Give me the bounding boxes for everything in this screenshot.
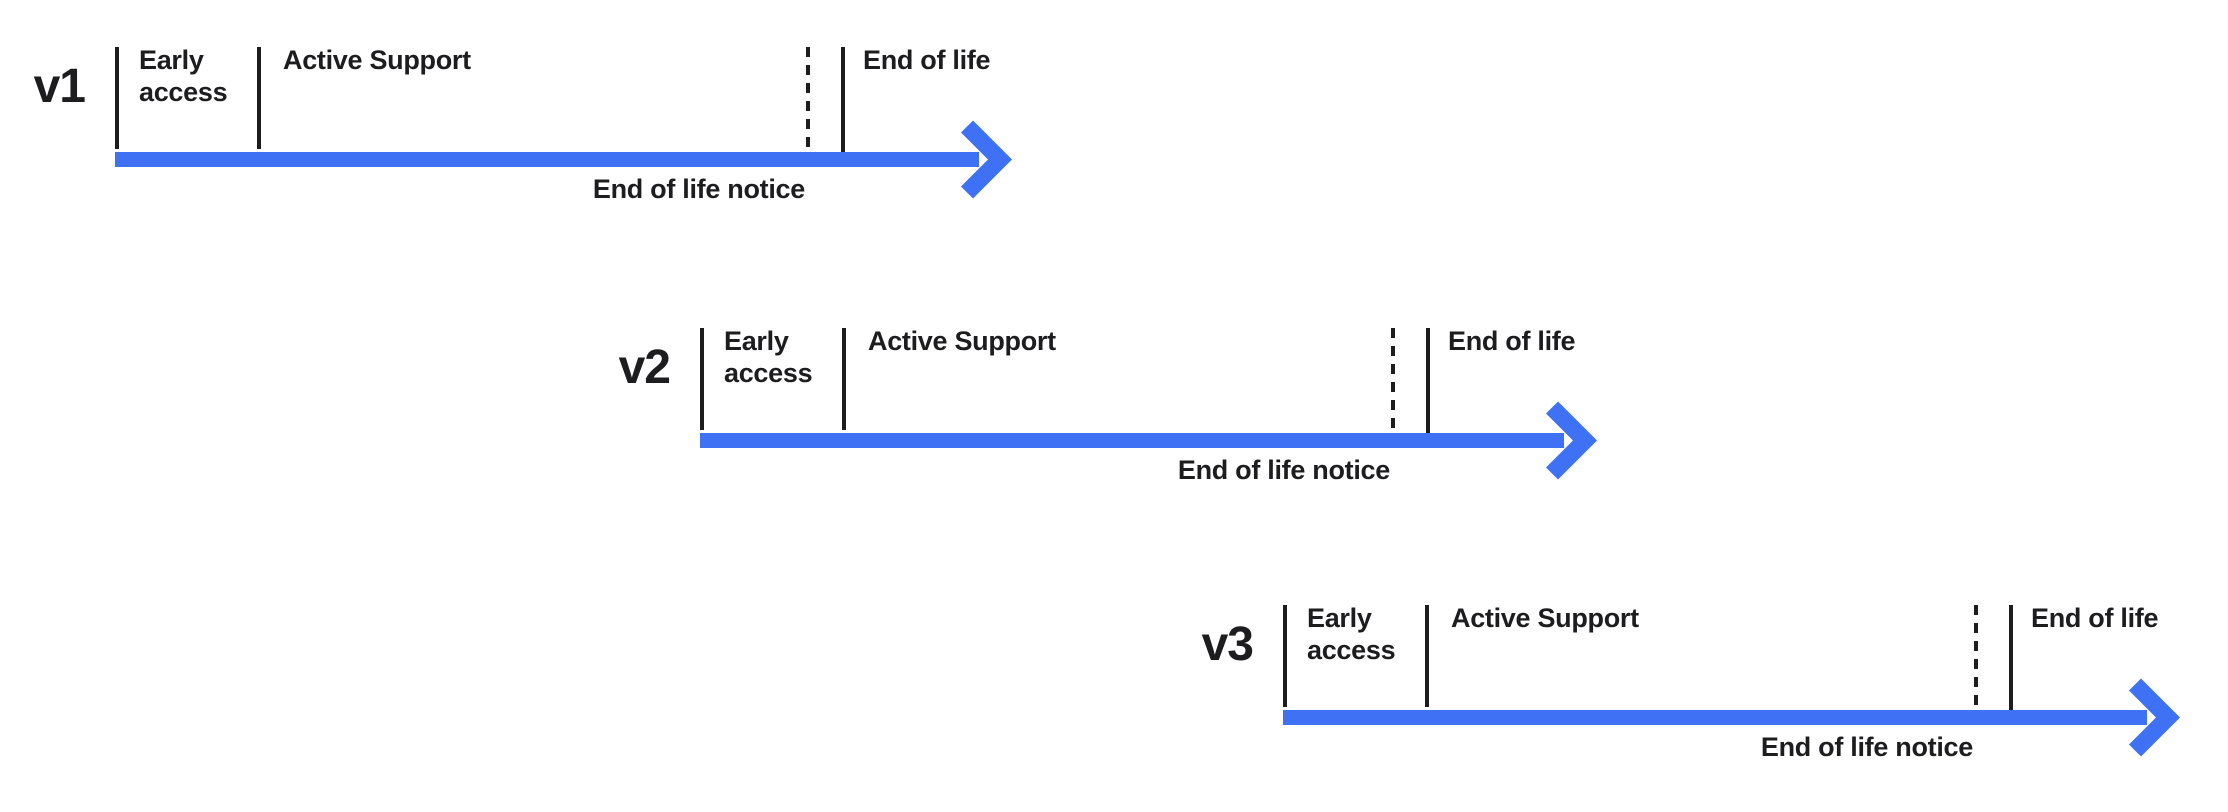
- early-access-label: Early access: [1307, 603, 1396, 665]
- timeline-v3: v3 Early access Active Support End of li…: [1135, 603, 2215, 777]
- timeline-v3-graphic: [1283, 605, 2181, 757]
- early-access-label: Early access: [139, 45, 228, 107]
- timeline-arrowhead-icon: [960, 120, 1013, 199]
- end-of-life-label: End of life: [863, 45, 991, 75]
- timeline-arrowhead-icon: [2128, 678, 2181, 757]
- active-support-label: Active Support: [283, 45, 471, 75]
- eol-notice-label: End of life notice: [1760, 732, 1973, 762]
- timeline-arrow-shaft: [115, 152, 979, 167]
- end-of-life-label: End of life: [2031, 603, 2159, 633]
- version-label: v2: [618, 341, 671, 394]
- timeline-arrow-shaft: [700, 433, 1564, 448]
- active-support-label: Active Support: [1451, 603, 1639, 633]
- timeline-v1-graphic: [115, 47, 1013, 199]
- timeline-v1: v1 Early access Active Support End of li…: [0, 45, 1047, 219]
- end-of-life-label: End of life: [1448, 326, 1576, 356]
- version-label: v1: [33, 60, 86, 113]
- timeline-arrow-shaft: [1283, 710, 2147, 725]
- eol-notice-label: End of life notice: [592, 174, 805, 204]
- eol-notice-label: End of life notice: [1177, 455, 1390, 485]
- version-label: v3: [1201, 618, 1254, 671]
- timeline-v2-graphic: [700, 328, 1598, 480]
- early-access-label: Early access: [724, 326, 813, 388]
- timeline-v2: v2 Early access Active Support End of li…: [552, 326, 1632, 500]
- active-support-label: Active Support: [868, 326, 1056, 356]
- timeline-arrowhead-icon: [1545, 401, 1598, 480]
